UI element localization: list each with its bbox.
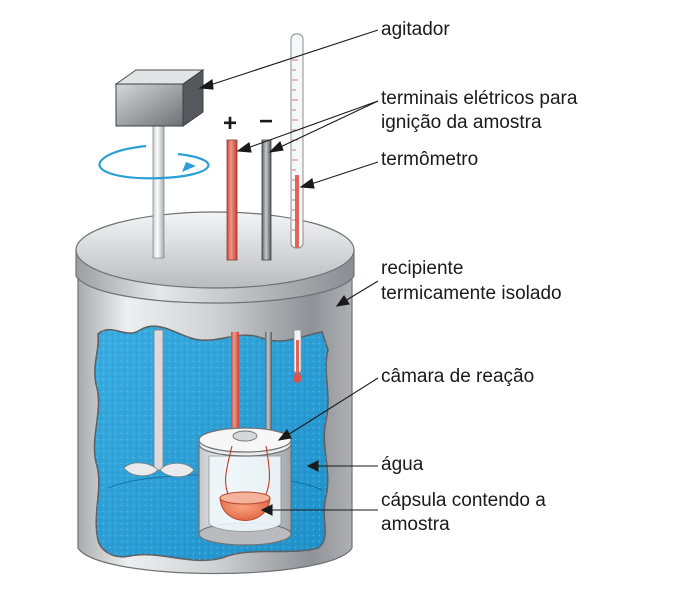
negative-terminal bbox=[261, 139, 272, 261]
rotation-arrow bbox=[98, 144, 210, 180]
thermometer-bulb bbox=[293, 329, 302, 383]
negative-terminal-submerged bbox=[265, 332, 272, 434]
label-termometro: termômetro bbox=[381, 149, 479, 170]
leader-termometro bbox=[304, 161, 379, 187]
positive-terminal-submerged bbox=[231, 332, 239, 442]
thermometer bbox=[290, 33, 304, 249]
positive-terminal bbox=[226, 139, 238, 261]
label-agua: água bbox=[381, 454, 424, 475]
label-recipiente-line1: recipiente bbox=[381, 258, 464, 279]
minus-sign: − bbox=[259, 108, 274, 135]
vessel-lid bbox=[75, 211, 355, 289]
stirrer-motor bbox=[114, 69, 205, 127]
leader-lines bbox=[198, 29, 379, 516]
label-terminais-line1: terminais elétricos para bbox=[381, 88, 578, 109]
stirrer-shaft bbox=[152, 111, 165, 259]
label-terminais-line2: ignição da amostra bbox=[381, 112, 542, 133]
plus-sign: + bbox=[223, 110, 238, 137]
reaction-chamber bbox=[198, 427, 292, 546]
label-agitador: agitador bbox=[381, 19, 450, 40]
label-recipiente-line2: termicamente isolado bbox=[381, 283, 562, 304]
label-capsula-line1: cápsula contendo a bbox=[381, 490, 546, 511]
label-capsula-line2: amostra bbox=[381, 514, 450, 535]
leader-agitador bbox=[203, 29, 379, 88]
leader-terminais-a bbox=[241, 100, 379, 151]
label-camara: câmara de reação bbox=[381, 366, 535, 387]
stirrer-shaft-submerged bbox=[123, 329, 195, 478]
leader-terminais-b bbox=[273, 100, 379, 151]
leader-camara bbox=[282, 377, 379, 439]
sample-capsule bbox=[219, 491, 271, 521]
